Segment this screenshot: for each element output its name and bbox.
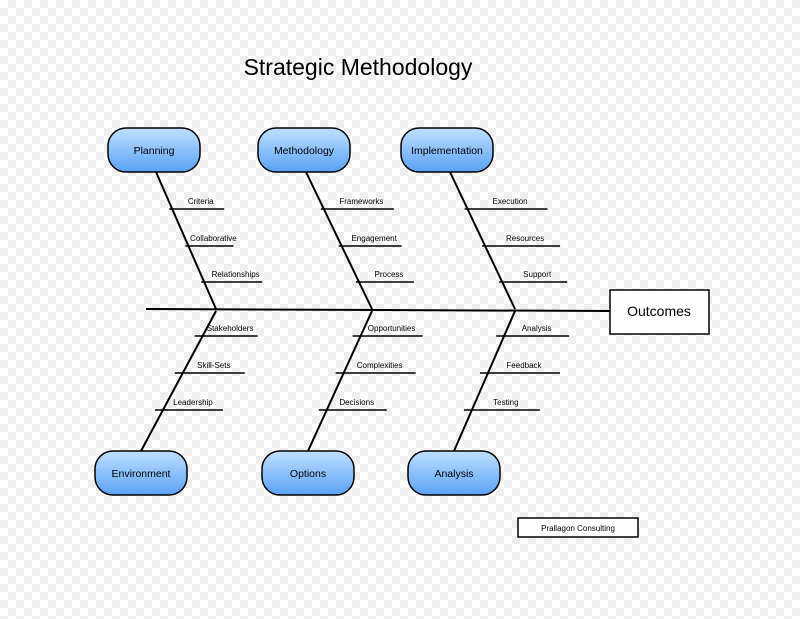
cause-label-resources: Resources [506,234,544,243]
cause-label-opportunities: Opportunities [368,324,416,333]
bone-methodology [305,171,373,310]
category-options: Options OpportunitiesComplexitiesDecision… [261,310,423,496]
category-label: Environment [112,468,171,480]
category-bones: PlanningCriteriaCollaborativeRelationshi… [94,127,570,496]
credit-label: Prallagon Consulting [541,524,615,533]
category-box-methodology [257,127,351,173]
category-box-environment [94,450,188,496]
category-box-implementation [400,127,494,173]
credit-box: Prallagon Consulting [517,517,639,538]
cause-label-testing: Testing [493,398,518,407]
cause-label-stakeholders: Stakeholders [207,324,254,333]
category-label: Methodology [274,145,335,157]
spine-line [145,308,611,312]
bone-planning [155,171,217,310]
bone-options [307,310,373,452]
category-box-planning [107,127,201,173]
bone-analysis [453,310,516,452]
cause-label-frameworks: Frameworks [339,197,383,206]
category-label: Options [290,468,326,480]
cause-label-execution: Execution [492,197,527,206]
cause-label-relationships: Relationships [212,270,260,279]
cause-label-analysis: Analysis [522,324,552,333]
category-planning: PlanningCriteriaCollaborativeRelationshi… [107,127,263,310]
category-box-options [261,450,355,496]
outcome-box: Outcomes [609,289,710,335]
category-box-analysis [407,450,501,496]
cause-label-complexities: Complexities [357,361,403,370]
cause-label-feedback: Feedback [506,361,542,370]
category-label: Analysis [434,468,473,480]
cause-label-process: Process [375,270,404,279]
diagram-title: Strategic Methodology [244,54,473,80]
cause-label-decisions: Decisions [339,398,374,407]
cause-label-criteria: Criteria [188,197,214,206]
cause-label-engagement: Engagement [351,234,397,243]
category-label: Implementation [411,145,483,157]
category-label: Planning [134,145,175,157]
outcome-label: Outcomes [627,303,691,319]
bone-environment [140,310,217,452]
cause-label-leadership: Leadership [173,398,213,407]
cause-label-skill-sets: Skill-Sets [197,361,230,370]
category-environment: Environment StakeholdersSkill-SetsLeaders… [94,310,258,496]
cause-label-collaborative: Collaborative [190,234,237,243]
cause-label-support: Support [523,270,552,279]
bone-implementation [449,171,516,310]
